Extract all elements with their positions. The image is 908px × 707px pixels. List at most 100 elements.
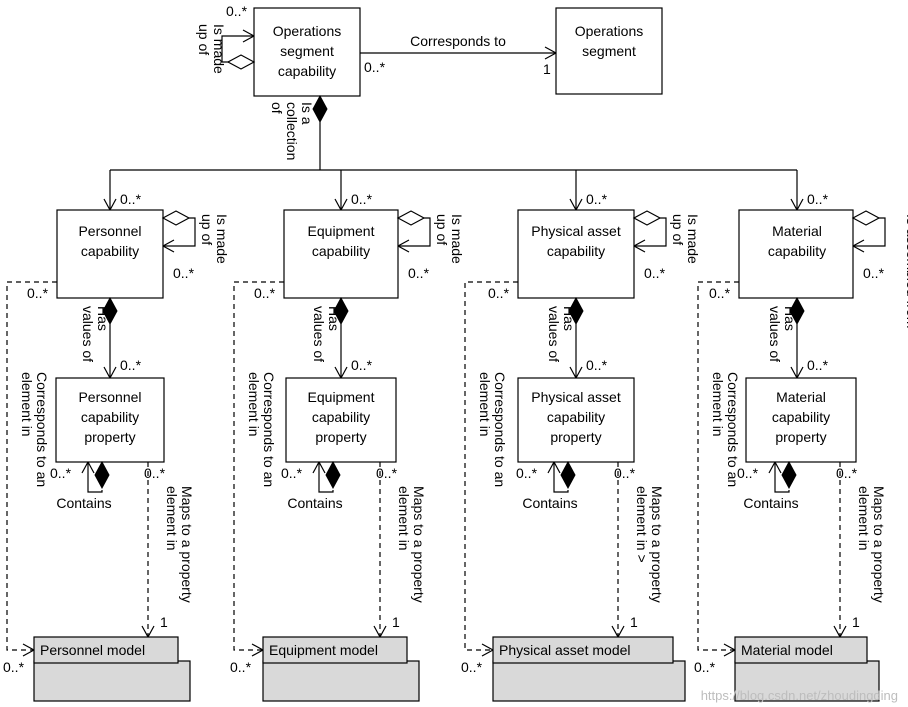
property-box	[285, 377, 397, 463]
maps-to-label: Maps to a property	[649, 486, 665, 603]
self-relation-line	[163, 217, 196, 247]
self-relation-label: Is made	[449, 214, 465, 264]
composition-diamond	[781, 460, 797, 490]
corresponds-element-label: Corresponds to an	[34, 372, 50, 487]
package-tab	[492, 636, 674, 664]
box-layer	[33, 7, 881, 702]
ops-capability-title: Operations	[273, 23, 341, 39]
connector-layer	[6, 29, 886, 657]
has-values-of-label: values of	[311, 306, 327, 362]
property-title: Material	[776, 389, 826, 405]
ops-segment-box	[555, 7, 663, 95]
package-label: Equipment model	[269, 642, 378, 658]
aggregation-diamond	[632, 210, 662, 226]
contains-line	[318, 462, 334, 493]
multiplicity-label: 0..*	[586, 191, 608, 207]
corresponds-element-label: Corresponds to an	[261, 372, 277, 487]
multiplicity-label: 0..*	[586, 357, 608, 373]
self-relation-label: up of	[434, 214, 450, 245]
property-title: capability	[312, 409, 370, 425]
property-title: capability	[547, 409, 605, 425]
composition-diamond	[333, 296, 349, 326]
maps-to-label: element in >	[634, 486, 650, 563]
ops-capability-title: segment	[280, 43, 334, 59]
multiplicity-label: 0..*	[694, 659, 716, 675]
maps-to-label: element in	[396, 486, 412, 551]
corresponds-element-label: element in	[477, 372, 493, 437]
multiplicity-label: 0..*	[364, 59, 386, 75]
multiplicity-label: 0..*	[807, 357, 829, 373]
capability-box	[517, 209, 635, 299]
multiplicity-label: 0..*	[614, 465, 636, 481]
multiplicity-label: 1	[543, 61, 551, 77]
corresponds-element-line	[697, 281, 739, 651]
has-values-of-label: Has	[95, 306, 111, 331]
property-title: Personnel	[78, 389, 141, 405]
composition-diamond	[312, 94, 328, 124]
multiplicity-label: 1	[160, 614, 168, 630]
capability-title: Equipment	[308, 223, 375, 239]
package-body	[734, 660, 880, 702]
multiplicity-label: 0..*	[644, 265, 666, 281]
package-label: Physical asset model	[499, 642, 631, 658]
self-relation-line	[853, 217, 886, 247]
self-relation-label: Is assembled from	[904, 214, 908, 328]
multiplicity-label: 1	[852, 614, 860, 630]
property-title: property	[84, 429, 135, 445]
package-tab	[262, 636, 408, 664]
property-box	[745, 377, 857, 463]
multiplicity-label: 0..*	[120, 357, 142, 373]
multiplicity-label: 0..*	[863, 265, 885, 281]
capability-title: Material	[772, 223, 822, 239]
multiplicity-label: 0..*	[376, 465, 398, 481]
multiplicity-label: 0..*	[461, 659, 483, 675]
maps-to-label: Maps to a property	[871, 486, 887, 603]
multiplicity-label: 0..*	[254, 285, 276, 301]
property-title: capability	[81, 409, 139, 425]
multiplicity-label: 0..*	[408, 265, 430, 281]
corresponds-element-label: element in	[710, 372, 726, 437]
maps-to-label: Maps to a property	[411, 486, 427, 603]
text-layer: OperationssegmentcapabilityOperationsseg…	[3, 3, 908, 703]
capability-box	[738, 209, 854, 299]
watermark-text: https://blog.csdn.net/zhoudingding	[701, 688, 898, 703]
property-title: property	[315, 429, 366, 445]
multiplicity-label: 0..*	[230, 659, 252, 675]
package-body	[262, 660, 420, 702]
collection-of-label: Is a	[299, 102, 315, 125]
capability-box	[283, 209, 399, 299]
has-values-of-label: values of	[767, 306, 783, 362]
ops-capability-box	[253, 7, 361, 97]
package-tab	[33, 636, 179, 664]
corresponds-element-label: element in	[246, 372, 262, 437]
property-box	[517, 377, 635, 463]
multiplicity-label: 0..*	[173, 265, 195, 281]
aggregation-diamond	[161, 210, 191, 226]
multiplicity-label: 0..*	[709, 285, 731, 301]
capability-title: Physical asset	[531, 223, 621, 239]
maps-to-label: element in	[164, 486, 180, 551]
aggregation-diamond	[851, 210, 881, 226]
self-relation-line	[398, 217, 431, 247]
package-body	[492, 660, 686, 702]
composition-diamond	[94, 460, 110, 490]
multiplicity-label: 1	[630, 614, 638, 630]
capability-title: Personnel	[78, 223, 141, 239]
maps-to-label: element in	[856, 486, 872, 551]
corresponds-element-label: Corresponds to an	[725, 372, 741, 487]
property-title: property	[775, 429, 826, 445]
property-title: capability	[772, 409, 830, 425]
self-relation-label: Is made	[214, 214, 230, 264]
multiplicity-label: 0..*	[516, 465, 538, 481]
package-label: Material model	[741, 642, 833, 658]
multiplicity-label: 0..*	[488, 285, 510, 301]
composition-diamond	[325, 460, 341, 490]
corresponds-element-line	[464, 281, 518, 651]
collection-of-label: collection	[284, 102, 300, 160]
self-relation-label: up of	[670, 214, 686, 245]
multiplicity-label: 1	[392, 614, 400, 630]
self-relation-label: Is made	[685, 214, 701, 264]
multiplicity-label: 0..*	[737, 465, 759, 481]
contains-line	[553, 462, 569, 493]
